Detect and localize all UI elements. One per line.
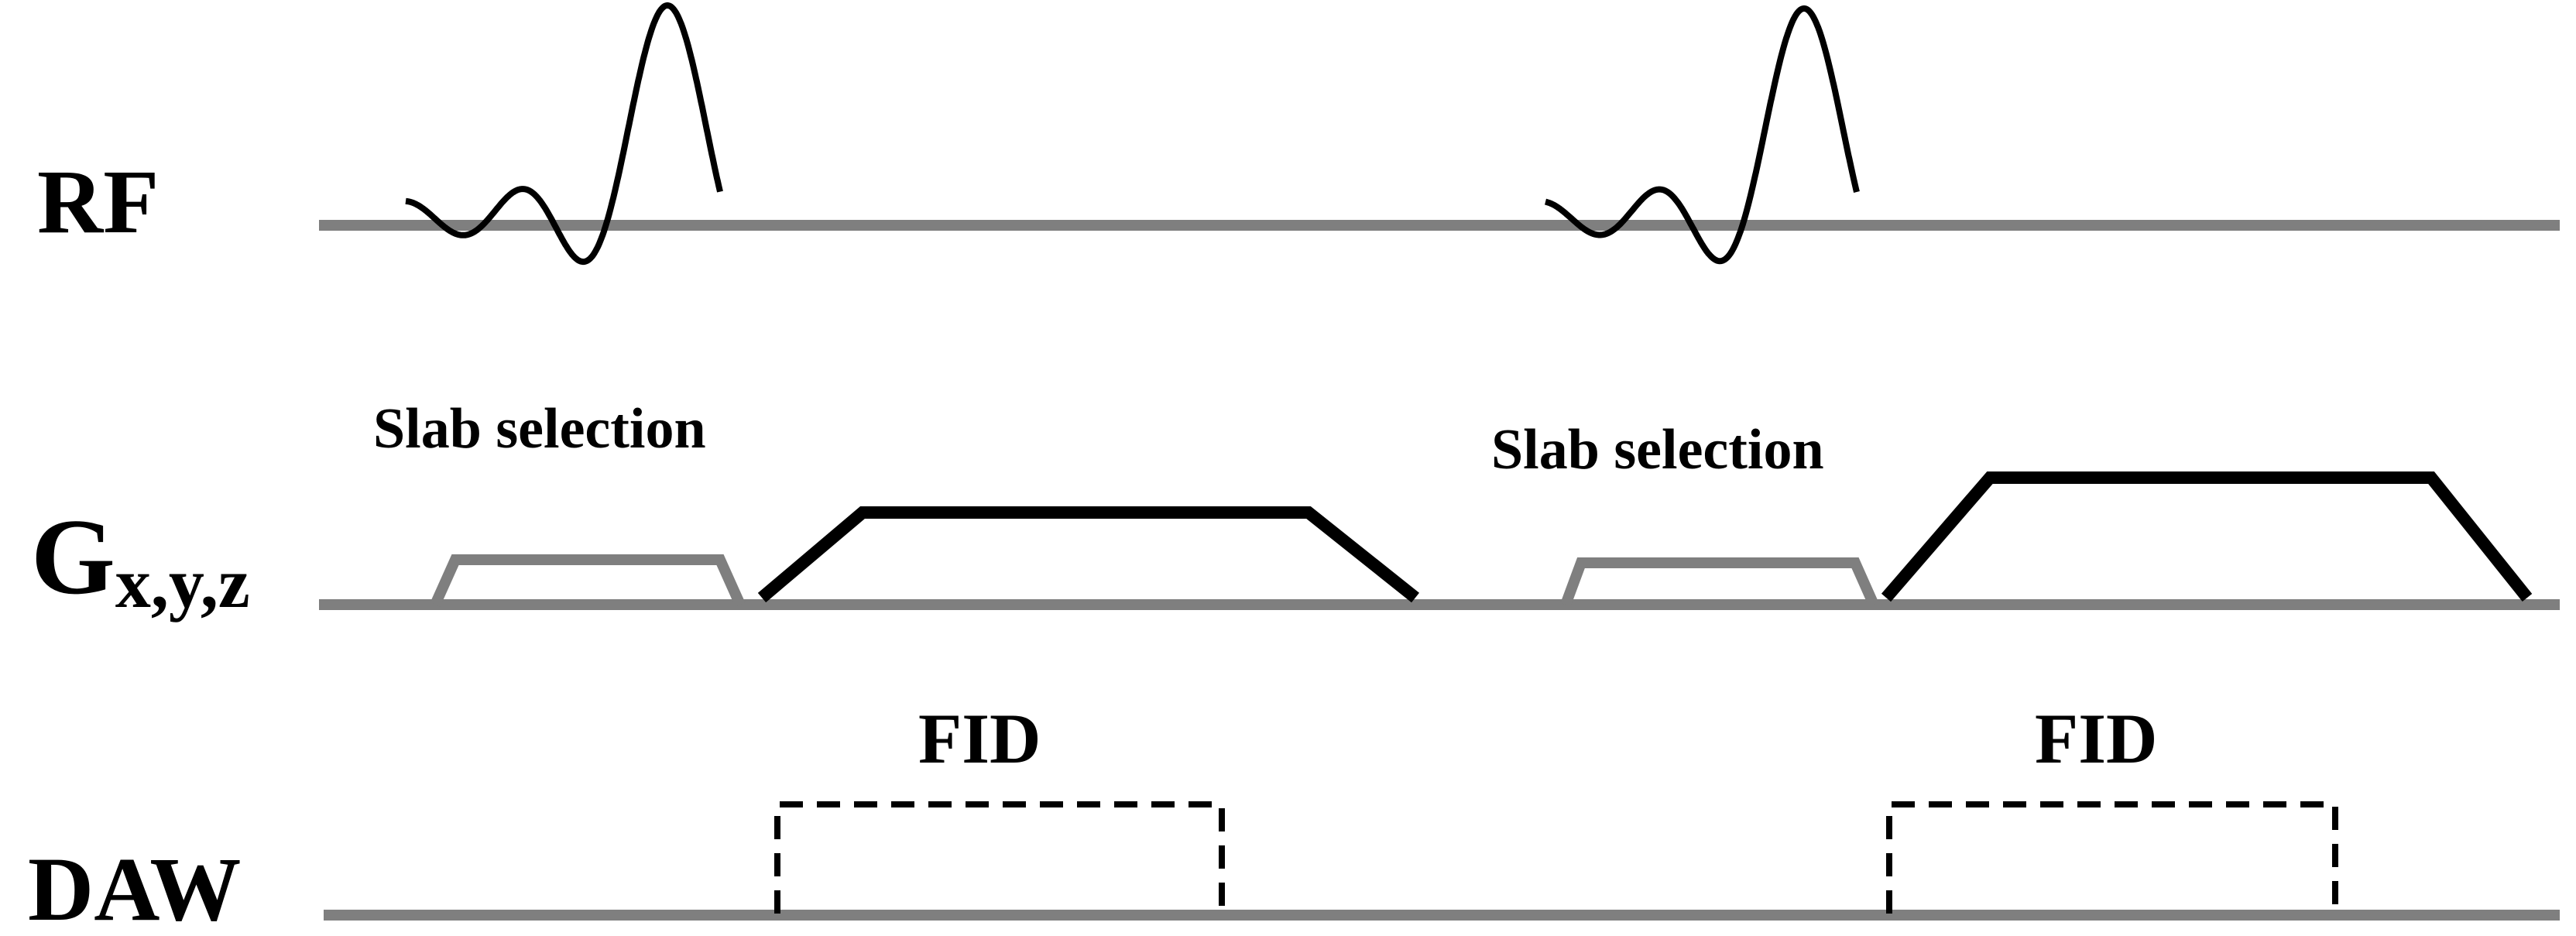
gradient-symbol: G — [31, 497, 115, 617]
slab-selection-label-2: Slab selection — [1491, 418, 1824, 482]
fid-label-2: FID — [2035, 699, 2157, 778]
readout-gradient-2 — [1881, 471, 2533, 602]
rf-sinc-pulse-1 — [403, 2, 723, 266]
acquisition-window-2 — [1886, 801, 2338, 914]
slab-selection-label-1: Slab selection — [373, 397, 706, 461]
readout-gradient-1 — [757, 506, 1419, 603]
slab-gradient-2 — [1560, 557, 1879, 607]
acquisition-window-1 — [774, 801, 1225, 914]
slab-gradient-1 — [430, 554, 746, 607]
daw-row-label: DAW — [28, 838, 241, 936]
fid-label-1: FID — [918, 699, 1041, 778]
gradient-row-label: Gx,y,z — [31, 497, 250, 622]
rf-row-label: RF — [37, 151, 159, 252]
rf-sinc-pulse-2 — [1542, 5, 1860, 265]
gradient-axes-subscript: x,y,z — [115, 543, 250, 622]
